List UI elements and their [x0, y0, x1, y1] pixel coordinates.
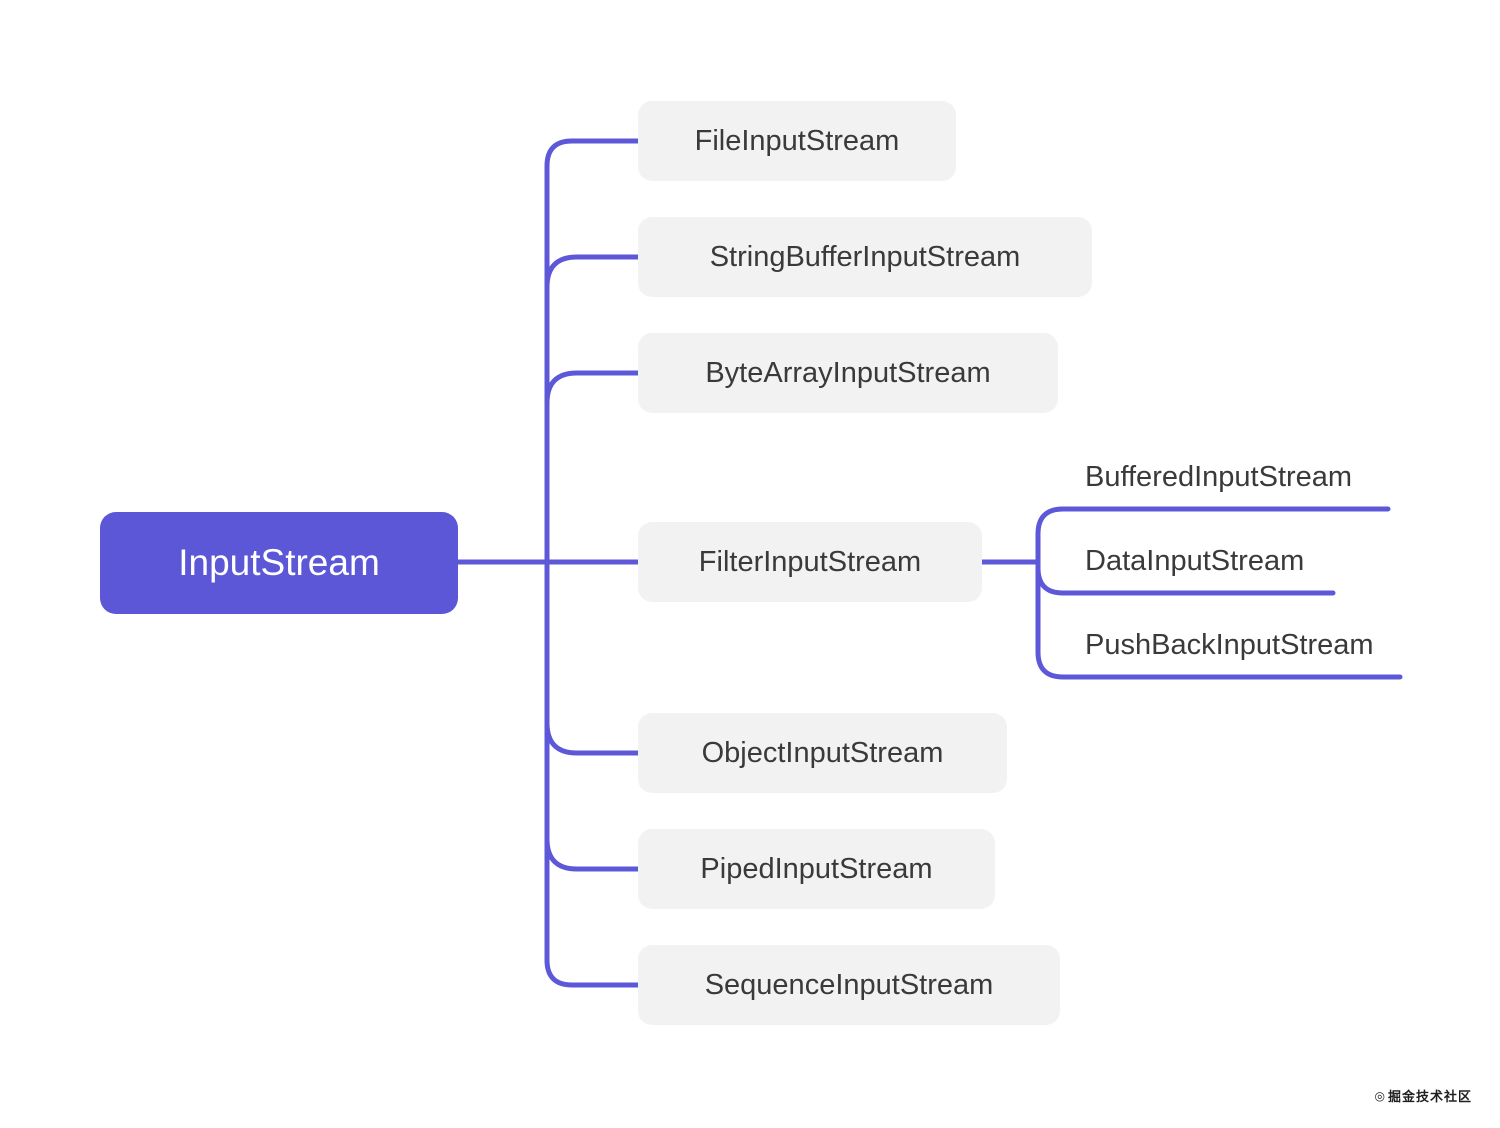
- node-inputstream[interactable]: InputStream: [100, 512, 458, 614]
- node-bytearrayinputstream-label: ByteArrayInputStream: [705, 356, 991, 389]
- node-pushbackinputstream[interactable]: PushBackInputStream: [1085, 625, 1374, 665]
- node-pipedinputstream-label: PipedInputStream: [700, 852, 933, 885]
- connector-data: [1035, 565, 1336, 596]
- node-objectinputstream[interactable]: ObjectInputStream: [638, 713, 1007, 793]
- node-stringbufferinputstream-label: StringBufferInputStream: [709, 240, 1021, 273]
- watermark: ◎ 掘金技术社区: [1375, 1086, 1473, 1105]
- node-filterinputstream[interactable]: FilterInputStream: [638, 522, 982, 602]
- node-sequenceinputstream[interactable]: SequenceInputStream: [638, 945, 1060, 1025]
- watermark-text: 掘金技术社区: [1387, 1089, 1472, 1104]
- node-filterinputstream-label: FilterInputStream: [698, 545, 922, 578]
- node-bufferedinputstream-label: BufferedInputStream: [1085, 461, 1353, 493]
- node-pipedinputstream[interactable]: PipedInputStream: [638, 829, 995, 909]
- node-pushbackinputstream-label: PushBackInputStream: [1085, 629, 1374, 661]
- connector-trunk: [544, 138, 641, 988]
- node-inputstream-label: InputStream: [178, 542, 380, 583]
- node-datainputstream[interactable]: DataInputStream: [1085, 541, 1304, 581]
- node-objectinputstream-label: ObjectInputStream: [701, 736, 944, 769]
- node-fileinputstream-label: FileInputStream: [694, 124, 900, 157]
- node-fileinputstream[interactable]: FileInputStream: [638, 101, 956, 181]
- node-bufferedinputstream[interactable]: BufferedInputStream: [1085, 457, 1352, 497]
- connector-stringbuffer: [544, 254, 641, 290]
- connector-subtrunk-buffered-pushback: [1035, 506, 1403, 680]
- connector-object: [544, 720, 641, 756]
- connector-bytearray: [544, 370, 641, 406]
- node-bytearrayinputstream[interactable]: ByteArrayInputStream: [638, 333, 1058, 413]
- connector-piped: [544, 836, 641, 872]
- node-sequenceinputstream-label: SequenceInputStream: [704, 968, 994, 1001]
- node-stringbufferinputstream[interactable]: StringBufferInputStream: [638, 217, 1092, 297]
- node-datainputstream-label: DataInputStream: [1085, 545, 1305, 577]
- juejin-logo-icon: ◎: [1374, 1088, 1386, 1103]
